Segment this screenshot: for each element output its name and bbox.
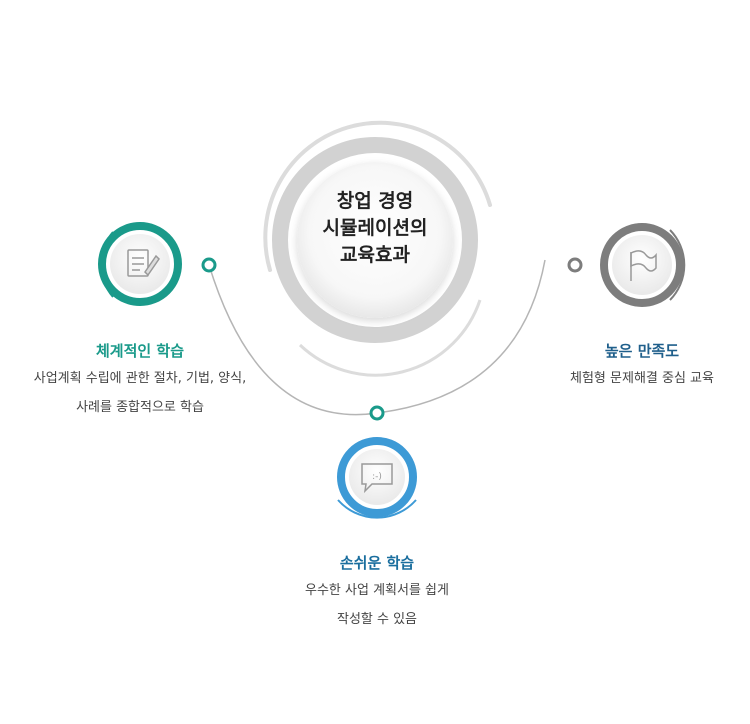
chat-smile-icon: :-) [361, 463, 393, 494]
item-title: 높은 만족도 [604, 342, 680, 360]
node-dot-bottom [369, 405, 385, 421]
flag-icon [630, 250, 657, 281]
center-title-line: 창업 경영 [336, 190, 414, 212]
center-node [263, 120, 492, 377]
item-desc-line: 사업계획 수립에 관한 절차, 기법, 양식, [33, 371, 247, 386]
node-dot-left [201, 257, 217, 273]
item-desc-line: 우수한 사업 계획서를 쉽게 [305, 583, 449, 598]
center-title-line: 시뮬레이션의 [322, 217, 428, 239]
node-dot-right [567, 257, 583, 273]
item-desc-line: 작성할 수 있음 [336, 612, 418, 627]
center-title-line: 교육효과 [340, 244, 410, 266]
center-title: 창업 경영 시뮬레이션의 교육효과 [295, 188, 455, 269]
item-title: 손쉬운 학습 [339, 554, 415, 572]
item-title: 체계적인 학습 [95, 342, 185, 360]
document-edit-icon [127, 249, 160, 277]
node-satisfaction [567, 223, 686, 307]
node-systematic [98, 222, 217, 306]
svg-text::-): :-) [372, 472, 382, 482]
item-desc-line: 체험형 문제해결 중심 교육 [570, 371, 714, 386]
node-easy: :-) [337, 405, 417, 519]
item-desc-line: 사례를 종합적으로 학습 [76, 400, 204, 415]
